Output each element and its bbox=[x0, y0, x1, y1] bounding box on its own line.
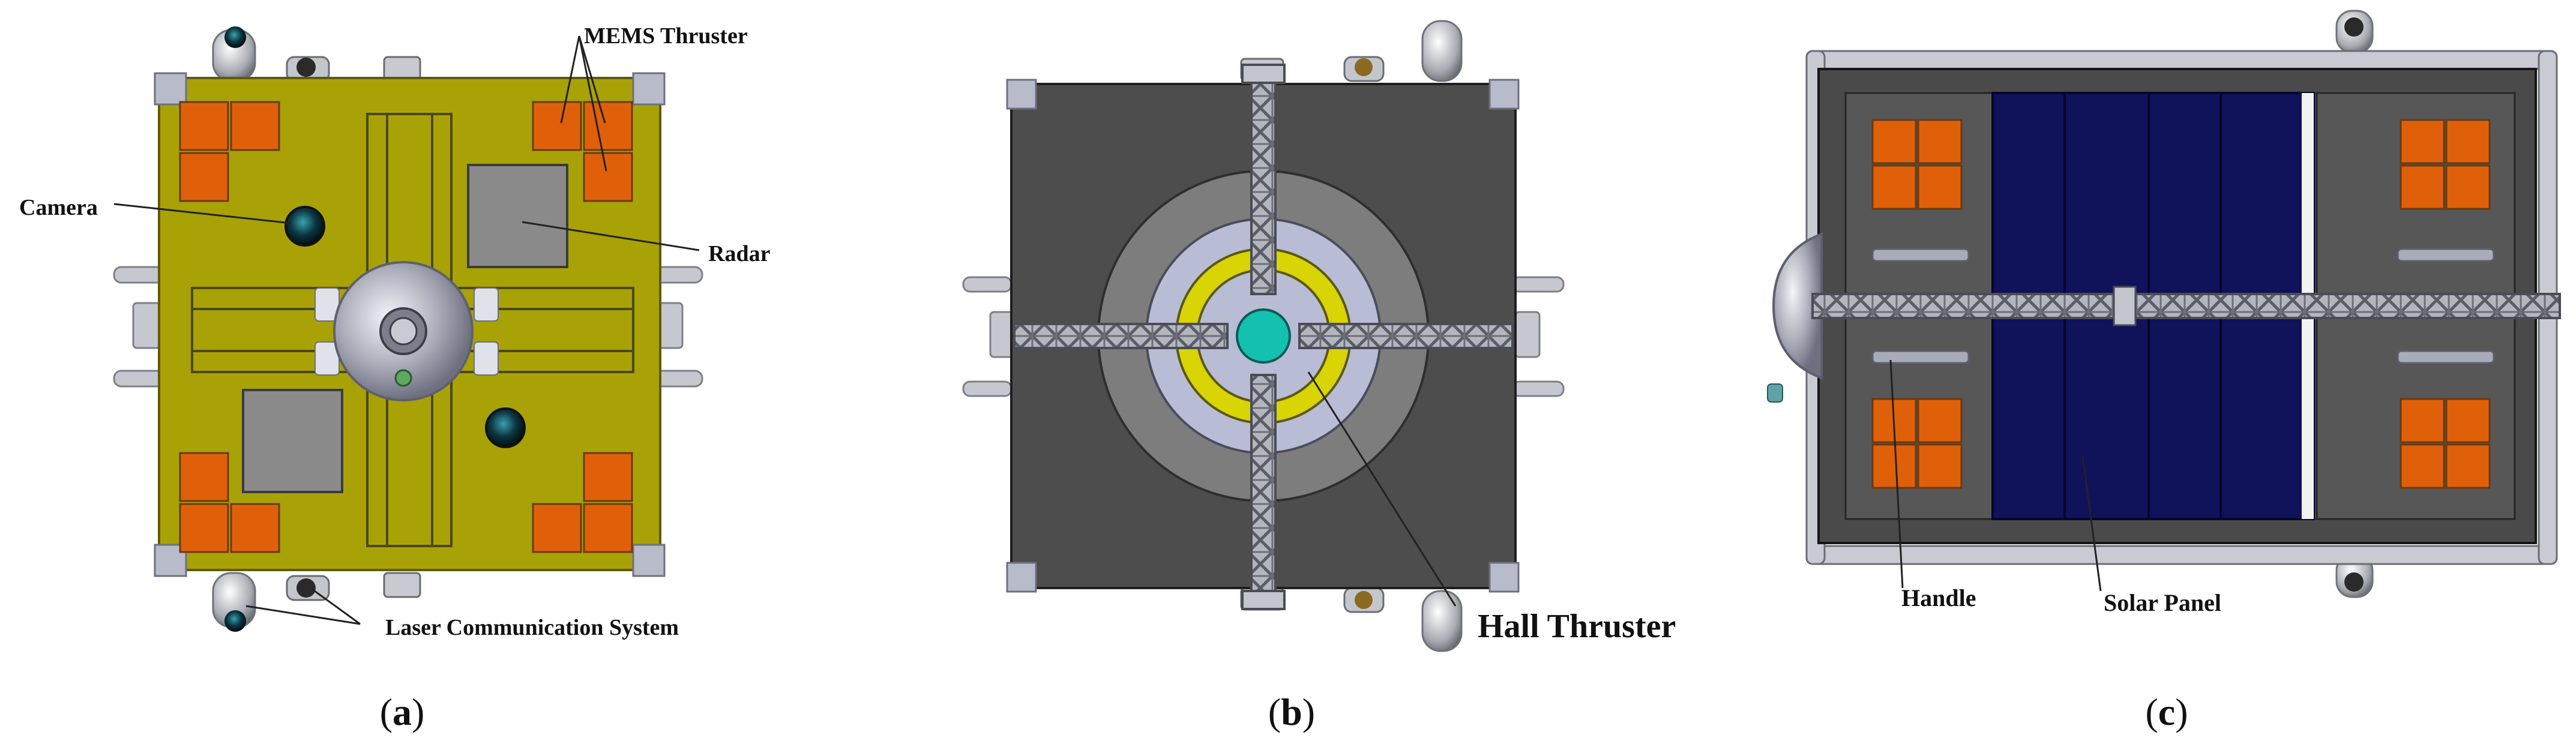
central-dome bbox=[314, 261, 499, 401]
solar-panel-leader-line bbox=[2081, 455, 2102, 592]
caption-c: (c) bbox=[2145, 691, 2188, 733]
mems-thruster-arrays bbox=[179, 101, 633, 553]
hall-thruster-leader-line bbox=[1307, 371, 1457, 607]
label-hall-thruster: Hall Thruster bbox=[1478, 608, 1676, 645]
panel-c: Handle Solar Panel (c) bbox=[1767, 10, 2561, 733]
label-solar-panel: Solar Panel bbox=[2104, 589, 2221, 616]
label-handle: Handle bbox=[1901, 584, 1976, 611]
laser-communication-units bbox=[212, 26, 421, 632]
caption-b: (b) bbox=[1268, 691, 1315, 733]
label-radar: Radar bbox=[708, 241, 771, 266]
label-mems-thruster: MEMS Thruster bbox=[584, 23, 748, 49]
label-camera: Camera bbox=[19, 195, 98, 220]
panel-b: Hall Thruster (b) bbox=[962, 20, 1676, 733]
radar-plate bbox=[467, 164, 568, 268]
panel-a-leader-lines bbox=[113, 35, 700, 625]
handle-leader-line bbox=[1889, 359, 1904, 589]
panel-b-side-rods bbox=[962, 276, 1565, 397]
panel-b-truss bbox=[1013, 64, 1514, 610]
label-laser-communication-system: Laser Communication System bbox=[385, 615, 679, 640]
panel-c-side-dome bbox=[1767, 232, 1823, 403]
panel-c-top-bottom-knobs bbox=[2335, 10, 2374, 598]
panel-b-corner-blocks bbox=[1006, 79, 1520, 593]
radar-plate-lower bbox=[242, 389, 343, 493]
panel-c-truss-joint bbox=[2113, 286, 2137, 326]
panel-a-corner-blocks bbox=[154, 72, 666, 577]
camera-lens-lower bbox=[485, 407, 526, 448]
camera-lens bbox=[284, 206, 325, 247]
panel-a: MEMS Thruster Camera Radar Laser Communi… bbox=[19, 23, 771, 733]
caption-a: (a) bbox=[380, 691, 425, 733]
panel-c-truss bbox=[1811, 293, 2561, 319]
panel-c-handles bbox=[1871, 248, 2495, 364]
